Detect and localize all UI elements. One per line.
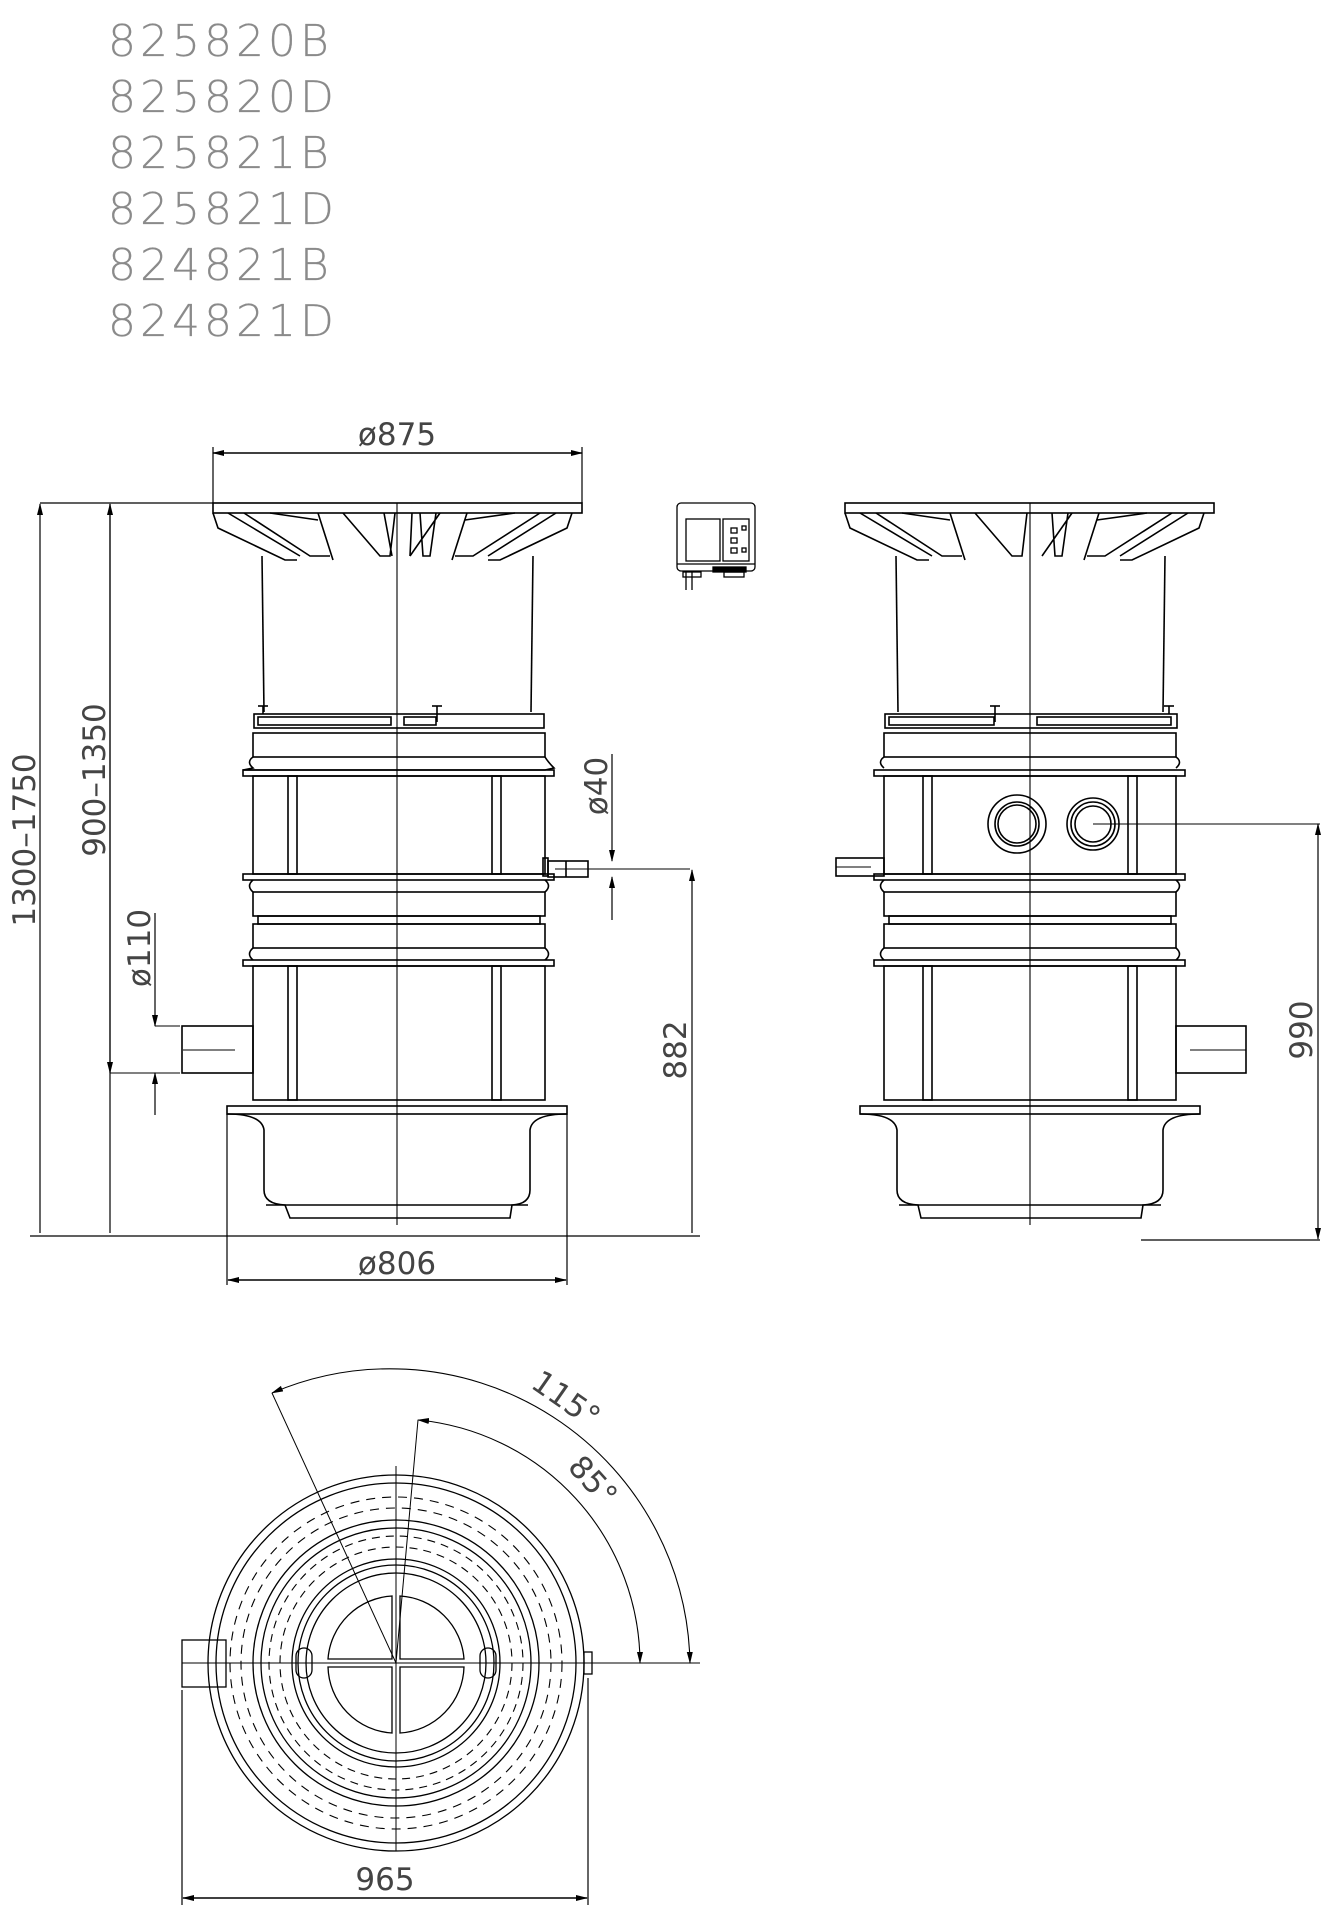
article-number-list: 825820B 825820D 825821B 825821D 824821B … — [108, 14, 338, 350]
dim-cable-entry-height: 990 — [1284, 1000, 1320, 1059]
article-number: 825821B — [108, 128, 333, 179]
dim-total-height: 1300–1750 — [7, 753, 43, 926]
article-number: 824821D — [108, 296, 338, 347]
dim-plan-width: 965 — [355, 1862, 414, 1898]
dim-inlet-height: 900–1350 — [77, 703, 113, 857]
article-number: 825820B — [108, 16, 333, 67]
dim-angle-inner: 85° — [561, 1449, 625, 1514]
side-elevation — [835, 502, 1321, 1241]
dim-pressure-pipe-diameter: ø40 — [579, 757, 615, 815]
top-plan-view — [181, 1368, 700, 1905]
article-number: 825820D — [108, 72, 338, 123]
dim-inlet-diameter: ø110 — [122, 909, 158, 987]
dim-bottom-diameter: ø806 — [358, 1246, 436, 1282]
dim-top-diameter: ø875 — [358, 417, 436, 453]
article-number: 824821B — [108, 240, 333, 291]
control-box — [676, 502, 756, 590]
dim-pressure-pipe-height: 882 — [658, 1020, 694, 1079]
front-elevation — [30, 447, 700, 1285]
article-number: 825821D — [108, 184, 338, 235]
